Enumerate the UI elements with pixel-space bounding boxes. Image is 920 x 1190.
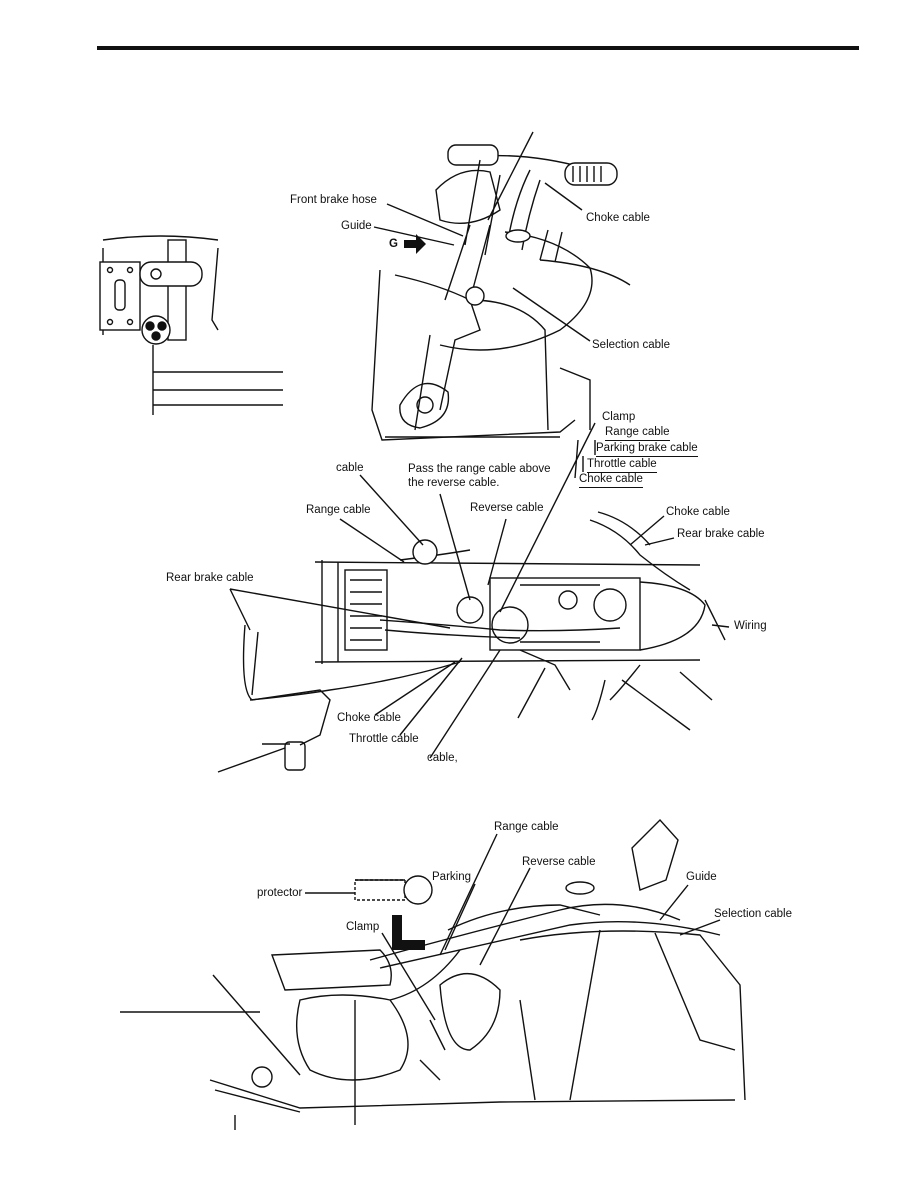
label-wiring: Wiring — [734, 620, 767, 632]
label-cable-comma: cable, — [427, 752, 458, 764]
label-selection-cable-top: Selection cable — [592, 339, 670, 351]
label-reverse-cable-bottom: Reverse cable — [522, 856, 596, 868]
label-range-cable-bottom: Range cable — [494, 821, 559, 833]
label-choke-cable-right: Choke cable — [666, 506, 730, 518]
label-parking-brake-cable: Parking brake cable — [596, 442, 698, 457]
top-atv-figure — [371, 131, 631, 441]
label-reverse-cable-middle: Reverse cable — [470, 502, 544, 514]
label-choke-cable-stack: Choke cable — [579, 473, 643, 488]
label-throttle-cable-bottom: Throttle cable — [349, 733, 419, 745]
label-pass-note-1: Pass the range cable above — [408, 463, 551, 475]
label-protector: protector — [257, 887, 303, 899]
label-parking: Parking — [432, 871, 471, 883]
label-cable: cable — [336, 462, 364, 474]
label-range-cable-stack: Range cable — [605, 426, 670, 441]
bottom-atv-figure — [120, 818, 746, 1130]
label-range-cable-middle: Range cable — [306, 504, 371, 516]
label-guide-bottom: Guide — [686, 871, 717, 883]
label-rear-brake-cable-left: Rear brake cable — [166, 572, 254, 584]
header-rule — [97, 46, 859, 50]
label-pass-note-2: the reverse cable. — [408, 477, 500, 489]
label-clamp-bottom: Clamp — [346, 921, 380, 933]
guide-detail-figure — [99, 235, 283, 415]
label-clamp-middle: Clamp — [602, 411, 636, 423]
middle-atv-figure — [217, 422, 730, 773]
label-choke-cable-top: Choke cable — [586, 212, 650, 224]
label-selection-cable-bottom: Selection cable — [714, 908, 792, 920]
label-throttle-cable-stack: Throttle cable — [587, 458, 657, 473]
label-front-brake-hose: Front brake hose — [290, 194, 377, 206]
label-guide-top: Guide — [341, 220, 372, 232]
label-g-marker: G — [389, 238, 398, 250]
label-rear-brake-cable-right: Rear brake cable — [677, 528, 765, 540]
label-choke-cable-bottom: Choke cable — [337, 712, 401, 724]
